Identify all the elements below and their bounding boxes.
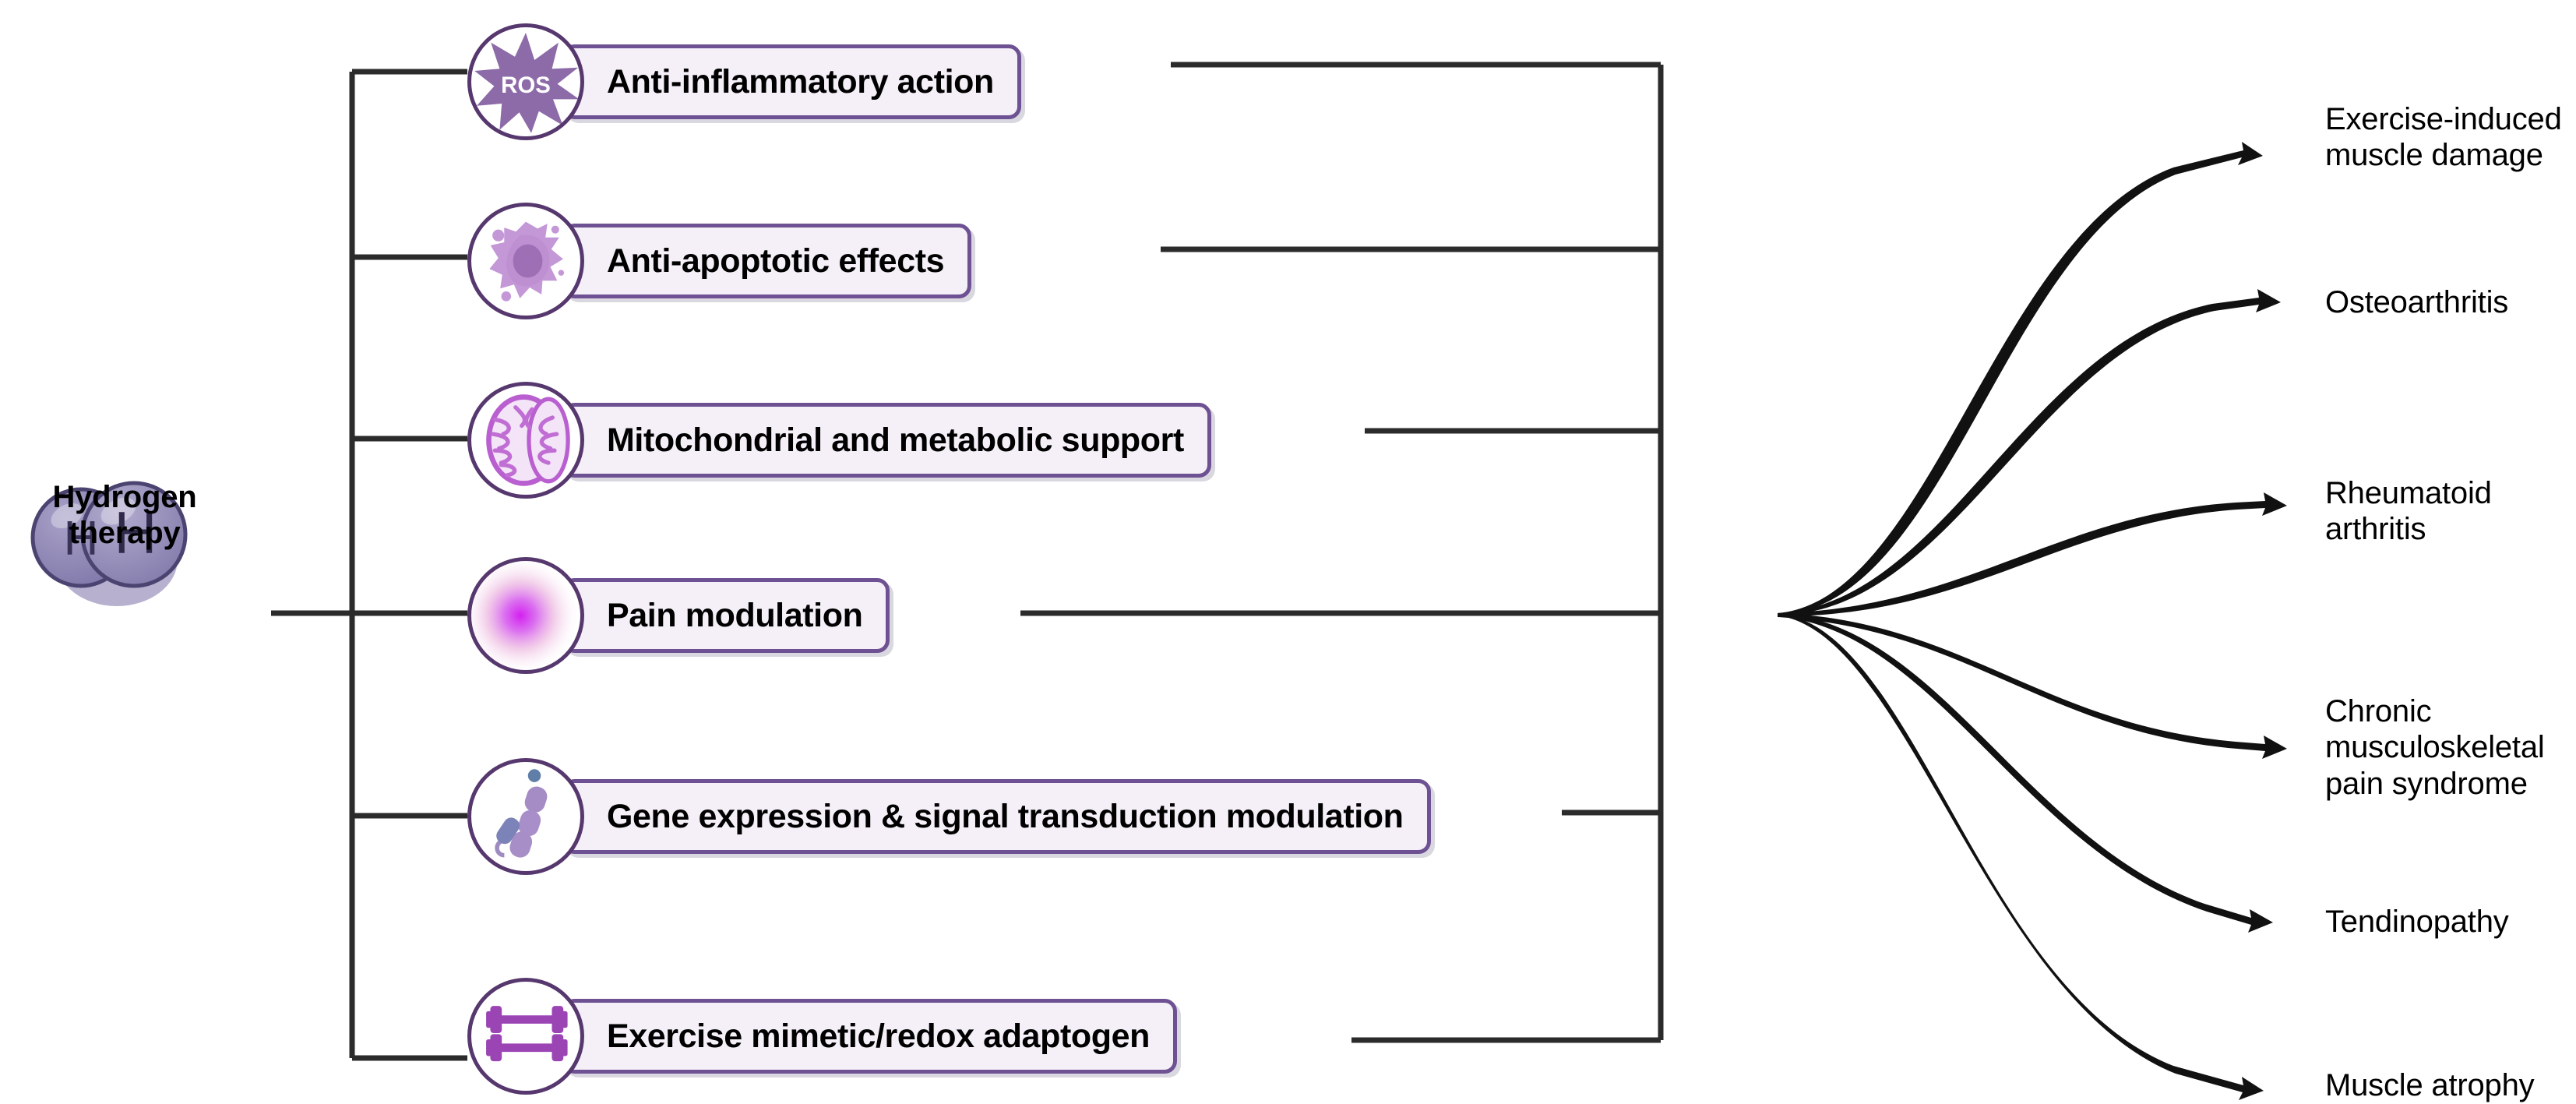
mechanism-label: Exercise mimetic/redox adaptogen <box>607 1017 1150 1055</box>
outcome-label: Osteoarthritis <box>2325 285 2509 319</box>
mechanism-label: Anti-apoptotic effects <box>607 242 945 280</box>
outcome-label: Chronic musculoskeletal pain syndrome <box>2325 694 2545 801</box>
mechanism-row: Gene expression & signal transduction mo… <box>467 758 1431 875</box>
ros-burst-icon: ROS <box>467 23 584 140</box>
mechanism-box[interactable]: Pain modulation <box>562 578 890 653</box>
svg-text:ROS: ROS <box>501 72 551 98</box>
svg-text:H: H <box>64 512 99 566</box>
mechanism-box[interactable]: Mitochondrial and metabolic support <box>562 403 1211 478</box>
apoptotic-cell-icon <box>467 203 584 319</box>
right-rail <box>1020 62 1664 1043</box>
mechanism-label: Gene expression & signal transduction mo… <box>607 797 1404 835</box>
dumbbell-icon <box>467 978 584 1095</box>
mechanism-row: Mitochondrial and metabolic support <box>467 382 1211 499</box>
mechanism-box[interactable]: Gene expression & signal transduction mo… <box>562 779 1431 854</box>
source-label: Hydrogen therapy <box>52 480 197 550</box>
mechanism-row: Pain modulation <box>467 557 890 674</box>
source-node: Hydrogen therapy <box>8 475 241 551</box>
mechanism-box[interactable]: Anti-apoptotic effects <box>562 224 972 298</box>
mechanism-box[interactable]: Exercise mimetic/redox adaptogen <box>562 999 1177 1074</box>
pain-glow-icon <box>467 557 584 674</box>
mechanism-row: Anti-apoptotic effects <box>467 203 972 319</box>
outcome-label: Exercise-induced muscle damage <box>2325 102 2562 173</box>
fanout-arrows <box>1778 142 2287 1100</box>
outcome-label: Tendinopathy <box>2325 905 2509 939</box>
mechanism-row: Exercise mimetic/redox adaptogen <box>467 978 1177 1095</box>
mechanism-box[interactable]: Anti-inflammatory action <box>562 44 1021 119</box>
outcome-label: Rheumatoid arthritis <box>2325 476 2492 547</box>
mechanism-label: Mitochondrial and metabolic support <box>607 421 1184 459</box>
mechanism-label: Pain modulation <box>607 596 863 634</box>
outcome-label: Muscle atrophy <box>2325 1068 2535 1102</box>
signal-chain-icon <box>467 758 584 875</box>
mechanism-label: Anti-inflammatory action <box>607 62 994 101</box>
svg-text:H: H <box>115 500 157 566</box>
left-bracket <box>271 69 467 1061</box>
hydrogen-molecule-icon: H H <box>30 481 188 606</box>
mitochondrion-icon <box>467 382 584 499</box>
mechanism-row: ROS Anti-inflammatory action <box>467 23 1021 140</box>
